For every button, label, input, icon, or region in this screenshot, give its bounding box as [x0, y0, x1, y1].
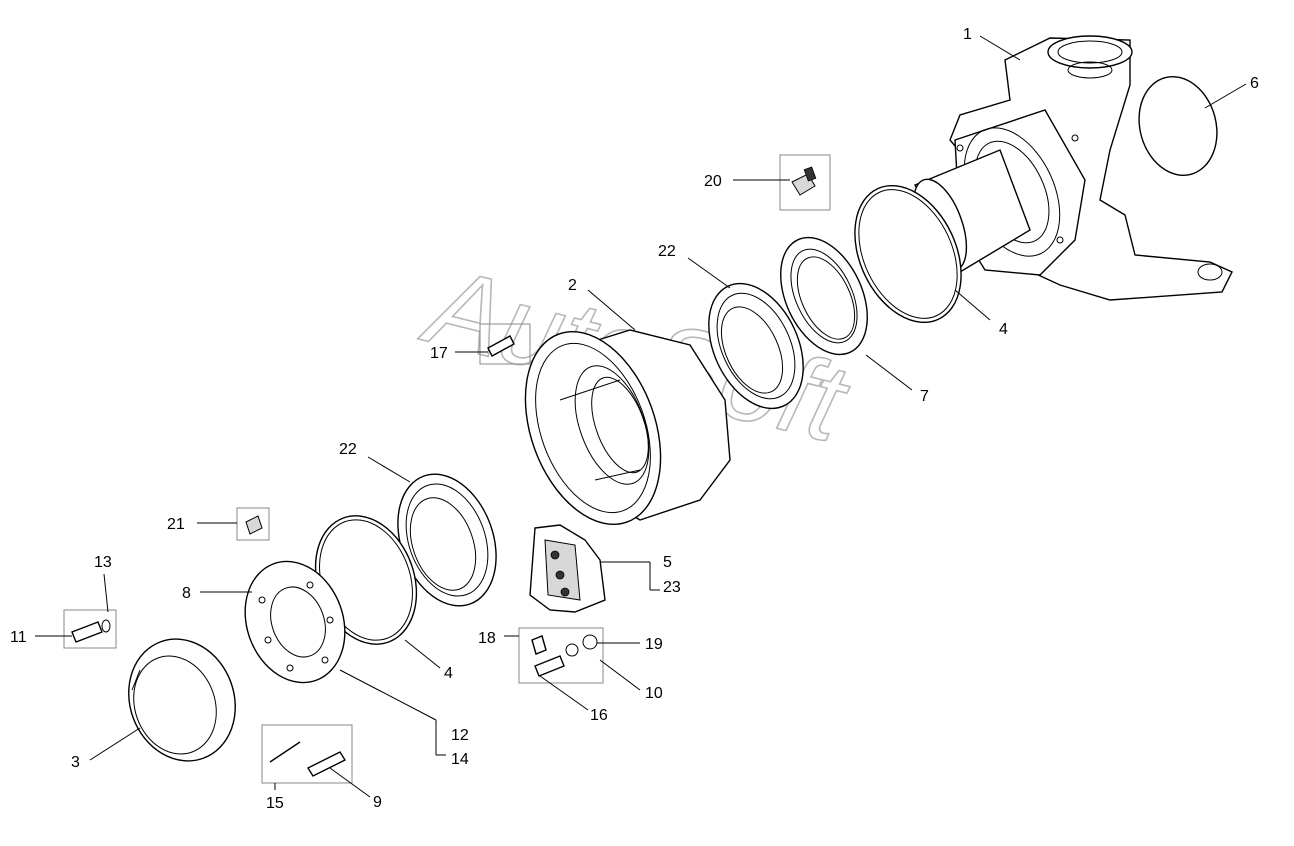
- part-22-upper-bearing: [708, 282, 804, 410]
- callout-13: 13: [94, 554, 112, 571]
- callout-8: 8: [182, 585, 191, 602]
- part-22-lower-bearing: [397, 473, 497, 607]
- part-2-wheel-hub: [524, 329, 731, 526]
- part-9-15-screw-pin: [261, 724, 353, 784]
- part-11-box: [63, 609, 117, 649]
- callout-1: 1: [963, 26, 972, 43]
- callout-2: 2: [568, 277, 577, 294]
- callout-3: 3: [71, 754, 80, 771]
- callout-6: 6: [1250, 75, 1259, 92]
- callout-22-upper: 22: [658, 243, 676, 260]
- callout-4-upper: 4: [999, 321, 1008, 338]
- part-20-box: [779, 154, 831, 211]
- callout-22-lower: 22: [339, 441, 357, 458]
- leader-lines: [35, 35, 1247, 798]
- callout-9: 9: [373, 794, 382, 811]
- callout-17: 17: [430, 345, 448, 362]
- part-17-box: [479, 323, 531, 365]
- part-4-upper-ring: [854, 184, 962, 324]
- part-3-end-cap: [128, 638, 236, 762]
- part-18-10-19-16-fasteners: [518, 627, 604, 684]
- part-11-13-bolt-washer: [63, 609, 117, 649]
- callout-7: 7: [920, 388, 929, 405]
- callout-16: 16: [590, 707, 608, 724]
- callout-19: 19: [645, 636, 663, 653]
- part-5-brake-caliper: [529, 524, 606, 613]
- callout-14: 14: [451, 751, 469, 768]
- part-6-cover-disc: [1138, 76, 1218, 176]
- part-1-steering-knuckle: [912, 35, 1233, 301]
- part-7-seal: [780, 236, 868, 356]
- callout-18: 18: [478, 630, 496, 647]
- callout-23: 23: [663, 579, 681, 596]
- part-21-box: [236, 507, 270, 541]
- callout-20: 20: [704, 173, 722, 190]
- callout-11: 11: [10, 629, 27, 646]
- part-21-plug: [236, 507, 270, 541]
- callout-12: 12: [451, 727, 469, 744]
- part-8-flange-plate: [244, 560, 346, 684]
- callout-4-lower: 4: [444, 665, 453, 682]
- part-20-breather: [779, 154, 831, 211]
- part-9-box: [261, 724, 353, 784]
- callout-5: 5: [663, 554, 672, 571]
- callout-15: 15: [266, 795, 284, 812]
- part-17-stud: [479, 323, 531, 365]
- part-18-box: [518, 627, 604, 684]
- callout-21: 21: [167, 516, 185, 533]
- callout-10: 10: [645, 685, 663, 702]
